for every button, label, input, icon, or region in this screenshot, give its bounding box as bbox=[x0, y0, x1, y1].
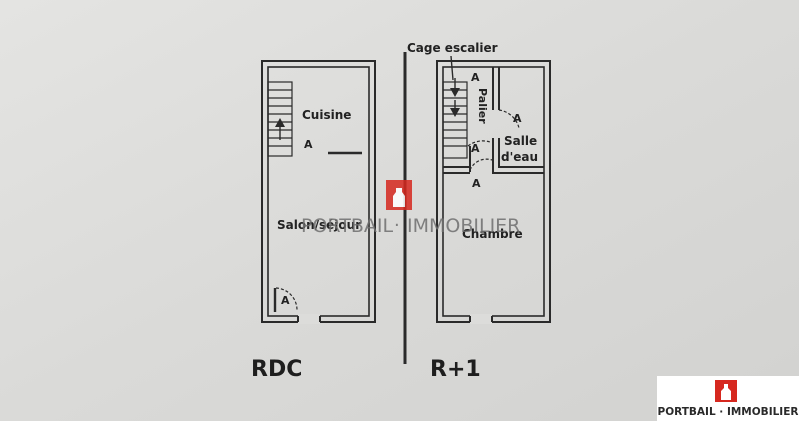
stair-label-pointer bbox=[450, 55, 454, 81]
watermark-tower-icon bbox=[393, 188, 405, 207]
door-mark-upper-landing: A bbox=[471, 142, 480, 155]
room-label-bedroom: Chambre bbox=[462, 227, 523, 241]
room-label-kitchen: Cuisine bbox=[302, 108, 351, 122]
stair-down-arrow-icon bbox=[450, 88, 460, 97]
room-label-landing: Palier bbox=[476, 88, 489, 124]
room-label-bathroom-line1: Salle bbox=[504, 134, 537, 148]
room-label-bathroom-line2: d'eau bbox=[501, 150, 538, 164]
door-mark-upper-bathroom: A bbox=[513, 112, 522, 125]
watermark-suffix: IMMOBILIER bbox=[407, 215, 520, 237]
agency-logo-text: PORTBAIL · IMMOBILIER bbox=[658, 406, 799, 418]
landing-door-swing bbox=[467, 140, 491, 147]
watermark-brand: PORTBAIL bbox=[301, 215, 393, 237]
door-mark-upper-stair: A bbox=[471, 71, 480, 84]
door-mark-upper-bedroom: A bbox=[472, 177, 481, 190]
caption-ground-floor: RDC bbox=[251, 357, 302, 382]
ground-floor-plan bbox=[261, 60, 376, 324]
upper-staircase bbox=[442, 78, 468, 159]
upper-floor-plan bbox=[436, 55, 551, 324]
agency-tower-icon bbox=[721, 384, 731, 400]
upper-outer-wall bbox=[436, 60, 551, 323]
door-mark-ground-kitchen: A bbox=[304, 138, 313, 151]
label-stair-cage: Cage escalier bbox=[407, 41, 498, 55]
watermark: PORTBAIL · IMMOBILIER bbox=[301, 180, 520, 237]
agency-logo: PORTBAIL · IMMOBILIER bbox=[657, 376, 799, 421]
caption-upper-floor: R+1 bbox=[430, 357, 481, 382]
stair-down-arrow-icon-2 bbox=[450, 108, 460, 117]
watermark-separator: · bbox=[394, 215, 400, 236]
bathroom-walls bbox=[492, 67, 544, 174]
bedroom-door-swing bbox=[469, 158, 493, 171]
bathroom-door-swing bbox=[498, 109, 520, 129]
stair-up-arrow-icon bbox=[275, 118, 285, 127]
ground-entry-door bbox=[273, 287, 298, 312]
room-label-living: Salon/séjour bbox=[277, 218, 361, 232]
ground-staircase bbox=[267, 81, 293, 157]
door-mark-ground-entry: A bbox=[281, 294, 290, 307]
